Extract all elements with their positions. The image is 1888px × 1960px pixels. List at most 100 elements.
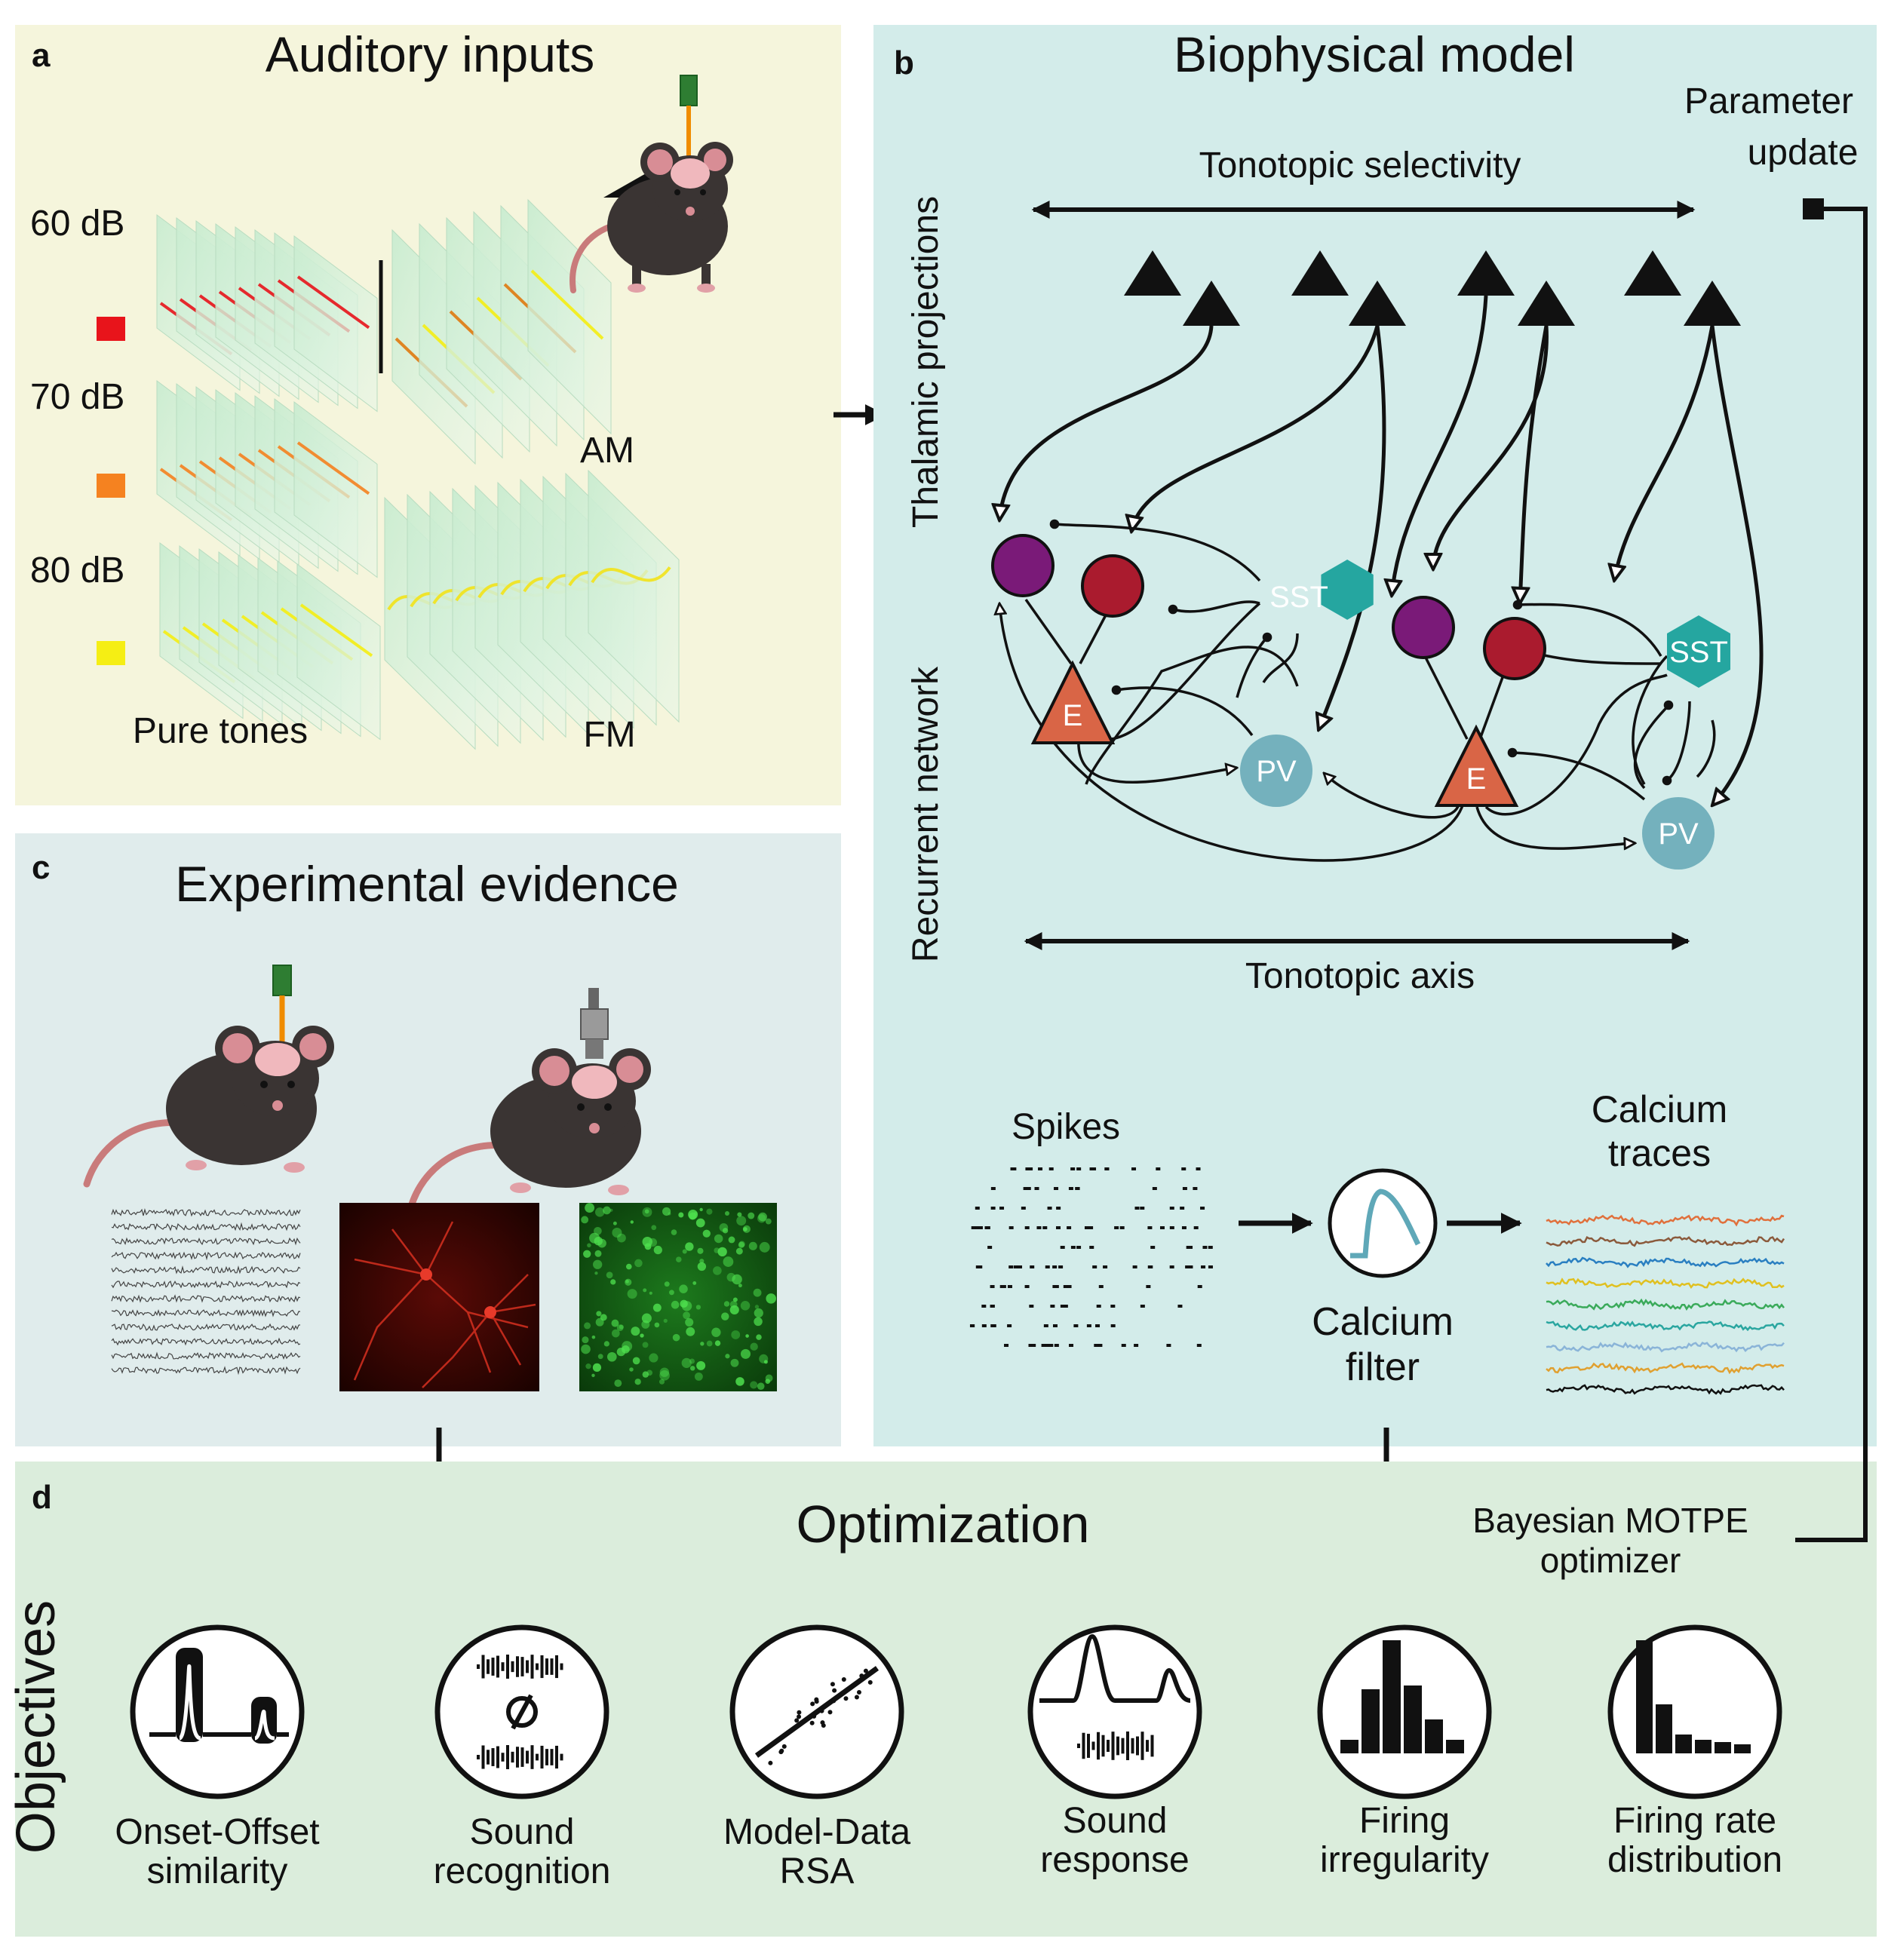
thalamic-neuron	[1518, 281, 1575, 326]
spike-mark	[1067, 1285, 1072, 1288]
calcium-cell	[649, 1291, 652, 1295]
spike-mark	[1010, 1167, 1015, 1170]
spike-mark	[1054, 1187, 1059, 1190]
calcium-trace	[1546, 1214, 1785, 1227]
calcium-cell	[695, 1305, 701, 1310]
pv-label-right: PV	[1658, 817, 1699, 851]
calcium-cell	[619, 1324, 624, 1330]
calcium-cell	[757, 1382, 765, 1390]
mouse-electrode-icon	[569, 75, 733, 293]
calcium-cell	[714, 1247, 720, 1253]
spike-mark	[1185, 1265, 1190, 1268]
spike-mark	[1024, 1285, 1030, 1288]
spike-raster	[969, 1167, 1213, 1347]
calcium-cell	[594, 1271, 598, 1275]
calcium-cell	[680, 1299, 688, 1308]
calcium-cell	[721, 1312, 729, 1320]
calcium-cell	[689, 1366, 695, 1371]
calcium-cell	[632, 1357, 640, 1365]
spike-mark	[1029, 1305, 1034, 1308]
calcium-cell	[696, 1360, 706, 1370]
calcium-cell	[612, 1228, 622, 1238]
spike-mark	[1088, 1226, 1094, 1229]
calcium-cell	[714, 1234, 723, 1244]
spike-mark	[990, 1285, 995, 1288]
sound-response-icon	[1027, 1624, 1202, 1799]
spike-mark	[1193, 1187, 1198, 1190]
calcium-imaging-cells	[581, 1203, 776, 1390]
spike-mark	[1196, 1344, 1202, 1347]
calcium-kernel-curve	[1350, 1189, 1421, 1259]
neuron-morphology-dendrites	[353, 1221, 536, 1388]
thalamic-neurons	[1124, 250, 1741, 326]
spike-mark	[1096, 1305, 1101, 1308]
calcium-cell	[671, 1300, 680, 1309]
level-label-70db: 70 dB	[30, 377, 124, 417]
objective-label: Model-Data	[723, 1812, 910, 1852]
calcium-cell	[754, 1305, 760, 1309]
electrophysiology-traces	[111, 1208, 301, 1376]
calcium-cell	[740, 1301, 751, 1311]
spike-mark	[1023, 1187, 1028, 1190]
calcium-cell	[756, 1334, 762, 1340]
recurrent-connections	[999, 519, 1716, 862]
spike-mark	[1147, 1226, 1153, 1229]
calcium-cell	[625, 1263, 632, 1270]
calcium-cell	[748, 1241, 757, 1250]
calcium-cell	[609, 1208, 613, 1212]
calcium-cell	[627, 1289, 637, 1299]
mouse-electrode-icon	[83, 965, 334, 1188]
fm-label: FM	[583, 715, 635, 755]
calcium-cell	[642, 1371, 649, 1378]
panel-a-letter: a	[32, 37, 51, 74]
calcium-cell	[722, 1228, 729, 1234]
spike-mark	[1121, 1344, 1126, 1347]
calcium-cell	[765, 1218, 772, 1225]
spike-mark	[1028, 1167, 1033, 1170]
objective-label: Sound	[470, 1812, 575, 1852]
spike-mark	[1150, 1246, 1156, 1249]
calcium-cell	[750, 1381, 758, 1389]
objectives-label: Objectives	[6, 1600, 66, 1854]
ephys-trace	[111, 1237, 301, 1246]
spike-mark	[1052, 1265, 1058, 1268]
calcium-cell	[754, 1317, 763, 1327]
spike-mark	[1008, 1265, 1014, 1268]
calcium-cell	[617, 1233, 626, 1243]
spike-mark	[1058, 1265, 1064, 1268]
spike-mark	[1134, 1207, 1140, 1210]
level-label-60db: 60 dB	[30, 204, 124, 244]
calcium-cell	[597, 1354, 603, 1360]
level-swatch-70db	[97, 474, 125, 498]
spike-mark	[975, 1207, 980, 1210]
thalamic-neuron	[1291, 250, 1349, 296]
calcium-cell	[738, 1284, 742, 1288]
level-swatch-80db	[97, 641, 125, 665]
spike-mark	[1001, 1285, 1006, 1288]
spike-mark	[1028, 1344, 1033, 1347]
spike-mark	[1070, 1167, 1076, 1170]
calcium-cell	[723, 1256, 734, 1267]
calcium-traces	[1546, 1214, 1785, 1395]
thalamic-projections-label: Thalamic projections	[906, 196, 946, 528]
objective-label-2: similarity	[147, 1851, 288, 1891]
spike-mark	[1069, 1344, 1074, 1347]
spike-mark	[1181, 1226, 1187, 1229]
spike-mark	[1048, 1167, 1054, 1170]
ephys-trace	[111, 1294, 301, 1303]
spike-mark	[1140, 1207, 1145, 1210]
calcium-trace	[1546, 1256, 1785, 1268]
pure-tone-stack-60db	[156, 214, 378, 413]
spike-mark	[1054, 1285, 1059, 1288]
panel-c-letter: c	[32, 849, 50, 886]
spike-mark	[1044, 1344, 1049, 1347]
calcium-traces-label-2: traces	[1608, 1132, 1711, 1174]
e-label-right: E	[1466, 762, 1487, 796]
spike-mark	[1104, 1167, 1110, 1170]
parameter-update-label: Parameter	[1684, 81, 1853, 121]
calcium-cell	[642, 1342, 649, 1348]
calcium-cell	[663, 1318, 668, 1323]
